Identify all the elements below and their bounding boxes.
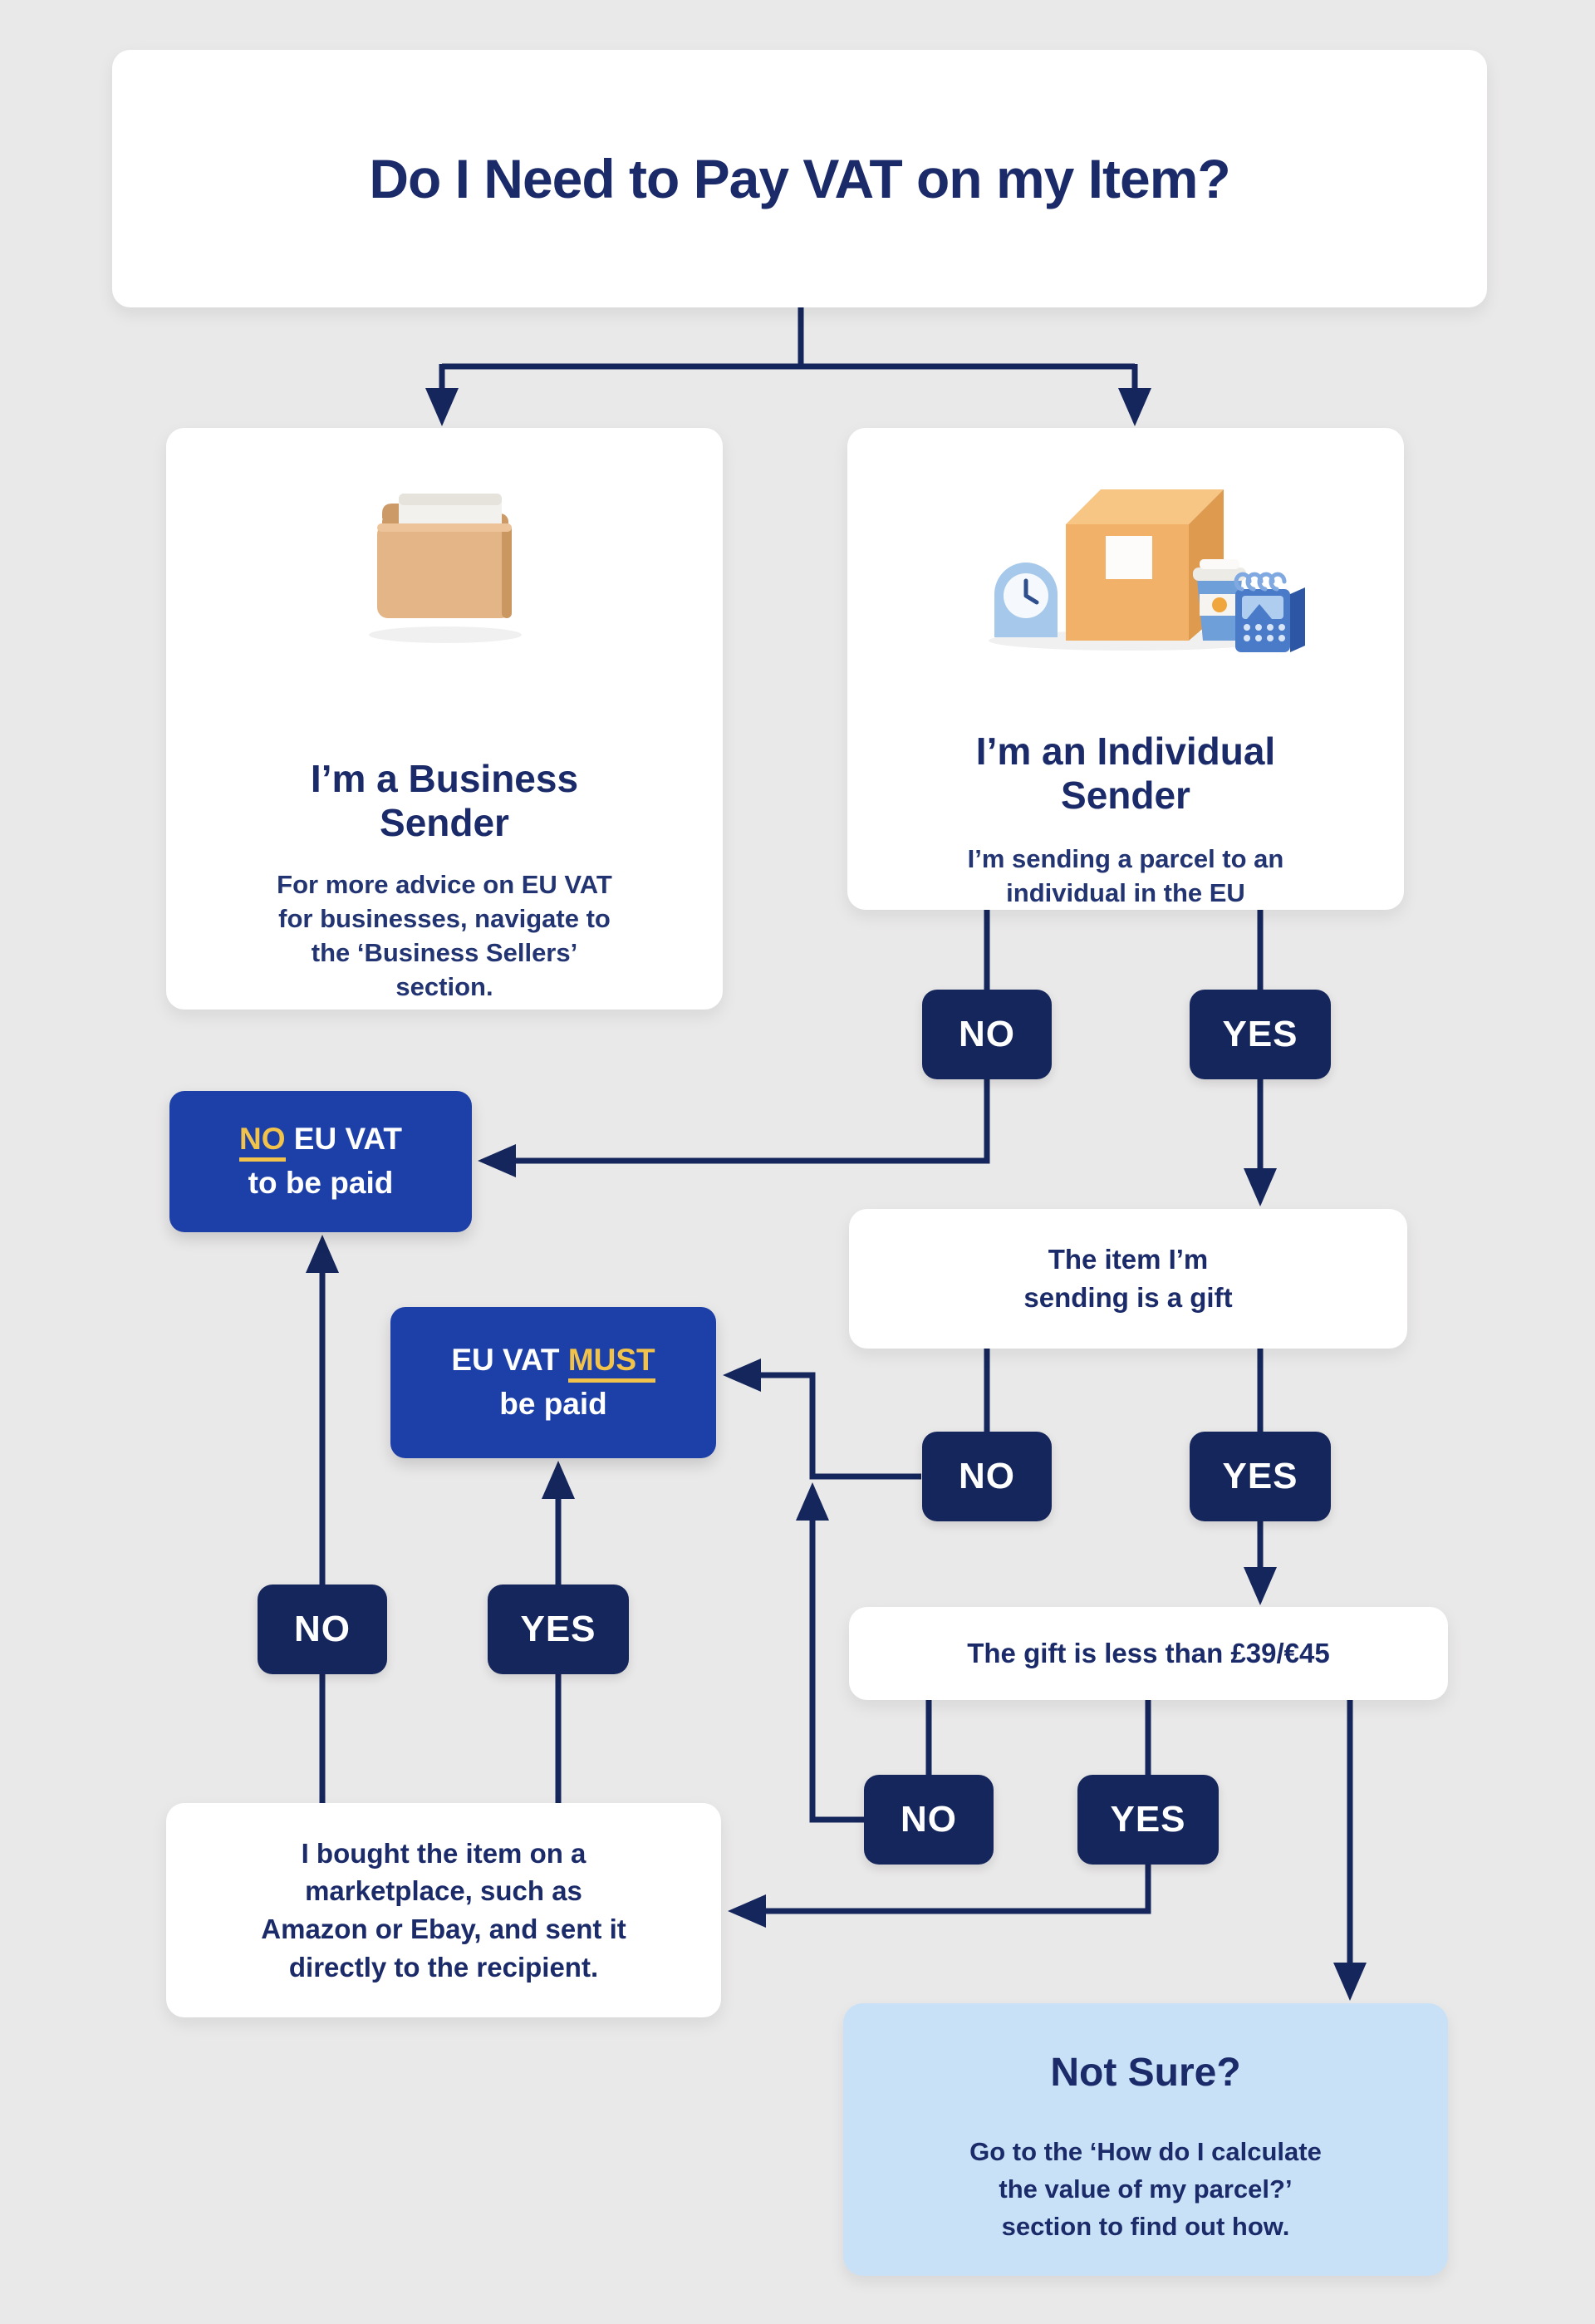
connector-no2-to-mustvat [761, 1372, 921, 1480]
badge-yes-giftvalue: YES [1077, 1775, 1219, 1865]
arrow-left-mustvat [723, 1359, 761, 1392]
not-sure-heading: Not Sure? [1050, 2051, 1241, 2095]
not-sure-body: Go to the ‘How do I calculate the value … [969, 2137, 1322, 2241]
arrow-up-mustvat [542, 1461, 575, 1499]
must-highlight: MUST [567, 1344, 655, 1383]
connector-yes3-to-marketplace [766, 1863, 1151, 1914]
arrow-down-individual [1118, 388, 1151, 426]
connector-no3-merge [809, 1521, 866, 1823]
arrow-left-novat [478, 1144, 516, 1177]
arrow-down-notsure [1333, 1963, 1367, 2001]
arrow-down-gift [1244, 1168, 1277, 1206]
arrow-up-merge [796, 1482, 829, 1521]
badge-no-gift: NO [922, 1432, 1052, 1521]
badge-yes-marketplace: YES [488, 1585, 629, 1674]
arrow-up-novat [306, 1235, 339, 1273]
gift-question-box: The item I’m sending is a gift [849, 1209, 1407, 1349]
badge-no-individual: NO [922, 990, 1052, 1079]
badge-yes-individual: YES [1190, 990, 1331, 1079]
individual-sender-card: I’m an Individual Sender I’m sending a p… [847, 428, 1404, 910]
result-no-eu-vat: NO EU VAT to be paid [169, 1091, 472, 1232]
gift-value-question-box: The gift is less than £39/€45 [849, 1607, 1448, 1700]
badge-no-giftvalue: NO [864, 1775, 994, 1865]
marketplace-statement-box: I bought the item on a marketplace, such… [166, 1803, 721, 2017]
arrow-left-marketplace [728, 1894, 766, 1928]
not-sure-card: Not Sure? Go to the ‘How do I calculate … [843, 2003, 1448, 2276]
individual-heading: I’m an Individual Sender [975, 729, 1276, 818]
individual-body: I’m sending a parcel to an individual in… [967, 843, 1284, 907]
arrow-down-giftvalue [1244, 1567, 1277, 1605]
badge-yes-gift: YES [1190, 1432, 1331, 1521]
business-heading: I’m a Business Sender [310, 757, 579, 845]
badge-no-marketplace: NO [258, 1585, 387, 1674]
page-title: Do I Need to Pay VAT on my Item? [369, 148, 1230, 209]
arrow-down-business [425, 388, 459, 426]
business-sender-card: I’m a Business Sender For more advice on… [166, 428, 723, 1010]
connector-no1-to-novat [516, 1078, 990, 1164]
folder-icon [347, 459, 542, 651]
title-card: Do I Need to Pay VAT on my Item? [112, 50, 1487, 307]
result-eu-vat-must: EU VAT MUST be paid [390, 1307, 716, 1458]
business-body: For more advice on EU VAT for businesses… [277, 869, 612, 1002]
parcel-icon [943, 446, 1308, 658]
no-highlight: NO [239, 1123, 286, 1162]
